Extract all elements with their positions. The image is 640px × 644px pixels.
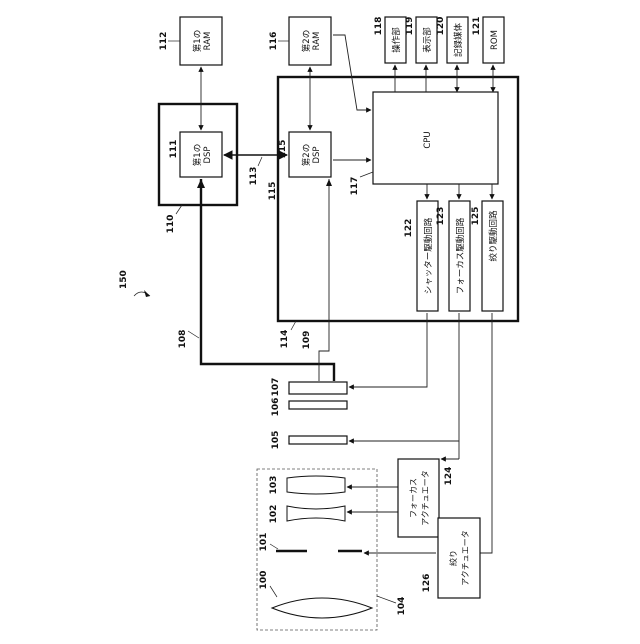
barrel-104-ref: 104 <box>397 597 407 616</box>
lens-102-ref: 102 <box>269 505 279 524</box>
lens-103-body <box>287 476 345 494</box>
ram-2-ref: 116 <box>269 32 279 51</box>
iris-101-lead <box>270 544 278 549</box>
ram-2-cpu-link <box>333 35 371 110</box>
element-105-ref: 105 <box>271 431 281 450</box>
focus-control-line <box>349 313 459 441</box>
path-108-ref: 108 <box>178 330 188 349</box>
dsp-1-board-ref-lead <box>176 205 182 214</box>
ram-2-block: 第2の RAM 116 <box>269 17 331 65</box>
lens-103-ref: 103 <box>269 476 279 495</box>
signal-path-108-arrowhead <box>197 179 205 188</box>
element-107-ref: 107 <box>271 378 281 397</box>
iris-101-ref: 101 <box>259 533 269 552</box>
iris-101: 101 <box>259 533 362 552</box>
dsp-1-block: 第1の DSP 111 <box>169 132 222 177</box>
display-label: 表示部 <box>422 27 433 53</box>
iris-drive-block: 絞り駆動回路 125 <box>471 201 503 311</box>
element-107-body <box>289 382 347 394</box>
system-ref-150: 150 <box>119 270 150 297</box>
focus-actuator-box <box>398 459 439 537</box>
iris-actuator-line1: 絞り <box>448 550 458 566</box>
dsp-1-line2: DSP <box>203 146 213 163</box>
focus-drive-block: フォーカス駆動回路 123 <box>436 201 470 311</box>
cpu-box <box>373 92 498 184</box>
ram-1-ref: 112 <box>159 32 169 51</box>
lens-100-lead <box>270 586 277 597</box>
system-ref-label: 150 <box>119 270 129 289</box>
rom-ref: 121 <box>472 17 482 36</box>
element-106-ref: 106 <box>271 398 281 417</box>
rom-block: ROM 121 <box>472 17 504 63</box>
signal-path-109-arrowhead <box>326 179 332 186</box>
lens-100-body <box>272 598 372 618</box>
operation-block: 操作部 118 <box>374 17 406 63</box>
operation-label: 操作部 <box>391 27 402 53</box>
lens-100: 100 <box>259 571 372 618</box>
shutter-drive-label: シャッター駆動回路 <box>423 217 434 294</box>
cpu-ref: 117 <box>350 177 360 196</box>
shutter-drive-block: シャッター駆動回路 122 <box>404 201 438 311</box>
focus-drive-ref: 123 <box>436 207 446 226</box>
focus-actuator-line1: フォーカス <box>409 478 418 518</box>
dsp-2-line2: DSP <box>312 146 322 163</box>
element-105: 105 <box>271 431 347 450</box>
iris-drive-label: 絞り駆動回路 <box>488 210 499 262</box>
element-105-body <box>289 436 347 444</box>
shutter-control-line <box>349 313 427 387</box>
ram-1-line2: RAM <box>203 32 213 51</box>
lens-102: 102 <box>269 505 345 524</box>
lens-102-body <box>287 506 345 521</box>
cpu-label: CPU <box>423 131 433 148</box>
leader-arrowhead <box>144 290 150 297</box>
barrel-104-lead <box>377 596 396 603</box>
path-108-lead <box>188 331 199 338</box>
signal-path-108 <box>201 179 334 381</box>
signal-path-109 <box>319 179 329 381</box>
rom-label: ROM <box>490 30 500 50</box>
iris-control-line <box>475 313 492 553</box>
element-106-body <box>289 401 347 409</box>
iris-actuator-box <box>438 518 480 598</box>
path-109-ref: 109 <box>302 331 312 350</box>
link-113-ref: 113 <box>249 167 259 186</box>
media-block: 記録媒体 120 <box>436 17 468 63</box>
operation-ref: 118 <box>374 17 384 36</box>
ram-1-line1: 第1の <box>192 30 203 52</box>
dsp-1-board-ref: 110 <box>166 215 176 234</box>
display-block: 表示部 119 <box>405 17 437 63</box>
ram-1-block: 第1の RAM 112 <box>159 17 222 65</box>
ram-2-line2: RAM <box>312 32 322 51</box>
display-ref: 119 <box>405 17 415 36</box>
media-label: 記録媒体 <box>453 23 464 58</box>
focus-drive-label: フォーカス駆動回路 <box>455 217 466 294</box>
focus-actuator-line2: アクチュエータ <box>421 470 430 526</box>
cpu-ref-lead <box>360 172 373 177</box>
element-106: 106 <box>271 398 347 417</box>
dsp-2-line1: 第2の <box>301 144 312 166</box>
cpu-block: CPU 117 <box>350 92 498 195</box>
shutter-drive-ref: 122 <box>404 219 414 238</box>
lens-103: 103 <box>269 476 345 495</box>
dsp-1-ref: 111 <box>169 140 179 159</box>
iris-actuator-ref: 126 <box>422 574 432 593</box>
focus-actuator-ref: 124 <box>444 467 454 486</box>
board-114-ref: 114 <box>280 330 290 349</box>
dsp-2-ref-outer: 115 <box>268 182 278 201</box>
link-113-lead <box>258 157 262 166</box>
iris-actuator-line2: アクチュエータ <box>461 530 470 586</box>
element-107: 107 <box>271 378 347 397</box>
lens-100-ref: 100 <box>259 571 269 590</box>
media-ref: 120 <box>436 17 446 36</box>
iris-drive-ref: 125 <box>471 207 481 226</box>
ram-2-line1: 第2の <box>301 30 312 52</box>
dsp-1-line1: 第1の <box>192 144 203 166</box>
board-114-ref-lead <box>291 321 296 330</box>
